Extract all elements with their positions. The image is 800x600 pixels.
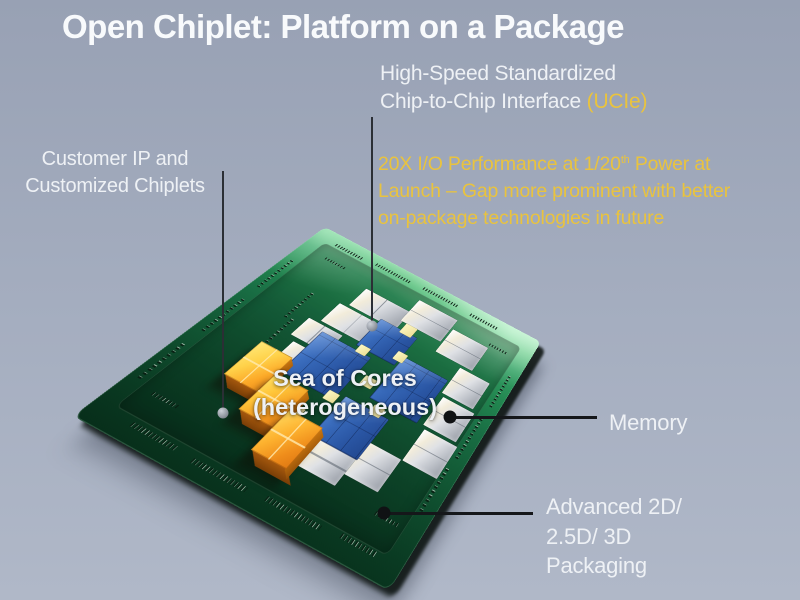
leader-line-packaging: [384, 512, 533, 515]
leader-dot-memory: [443, 410, 457, 424]
slide-title: Open Chiplet: Platform on a Package: [62, 8, 624, 45]
leader-line-memory: [450, 416, 597, 419]
leader-dot-customer: [217, 407, 229, 419]
sea-of-cores-label: Sea of Cores (heterogeneous): [190, 364, 500, 422]
interface-line2: Chip-to-Chip Interface (UCIe): [380, 88, 648, 116]
performance-line1-post: Power at: [629, 153, 711, 175]
die-divider: [307, 450, 347, 472]
customer-line1: Customer IP and: [41, 148, 189, 170]
leader-dot-interface: [366, 320, 378, 332]
customer-annotation: Customer IP and Customized Chiplets: [12, 146, 218, 200]
interface-annotation: High-Speed Standardized Chip-to-Chip Int…: [380, 60, 648, 116]
interface-line1: High-Speed Standardized: [380, 62, 616, 85]
memory-label: Memory: [609, 410, 687, 436]
packaging-line1: Advanced 2D/: [546, 494, 682, 519]
performance-superscript: th: [620, 154, 630, 166]
performance-annotation: 20X I/O Performance at 1/20th Power at L…: [378, 147, 730, 232]
performance-line2: Launch – Gap more prominent with better: [378, 180, 731, 202]
customer-line2: Customized Chiplets: [25, 175, 205, 197]
sea-line2: (heterogeneous): [252, 394, 438, 420]
packaging-annotation: Advanced 2D/ 2.5D/ 3D Packaging: [546, 492, 682, 581]
interface-line2-text: Chip-to-Chip Interface: [380, 90, 587, 113]
performance-line1-pre: 20X I/O Performance at 1/20: [378, 153, 621, 175]
packaging-line2: 2.5D/ 3D: [546, 523, 632, 549]
leader-dot-packaging: [377, 506, 391, 520]
ucie-accent: (UCIe): [586, 90, 648, 113]
die-divider: [413, 443, 448, 463]
performance-line1: 20X I/O Performance at 1/20th Power at: [378, 147, 730, 178]
die-divider: [343, 314, 363, 334]
leader-line-interface: [371, 117, 373, 326]
performance-line3: on-package technologies in future: [378, 207, 665, 229]
die-divider: [444, 339, 481, 360]
memory-text: Memory: [609, 410, 688, 435]
leader-line-customer: [222, 171, 224, 413]
packaging-line3: Packaging: [546, 553, 647, 578]
sea-line1: Sea of Cores: [273, 365, 417, 391]
